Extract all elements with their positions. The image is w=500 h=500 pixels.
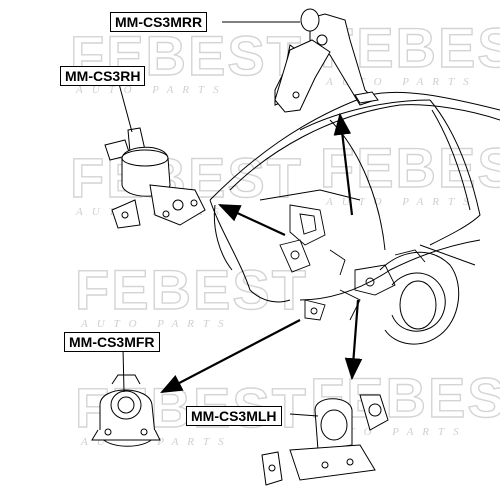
arrow-to-mm-cs3mfr <box>160 319 301 394</box>
part-label-mm-cs3mlh: MM-CS3MLH <box>186 406 282 426</box>
car-body-outline <box>209 91 500 345</box>
part-label-mm-cs3rh: MM-CS3RH <box>60 66 146 86</box>
leader-lines <box>117 21 319 417</box>
pointer-arrows <box>160 112 363 394</box>
arrow-to-mm-cs3mlh <box>344 299 363 381</box>
mount-part-mm-cs3rh <box>104 127 206 229</box>
part-label-mm-cs3mrr: MM-CS3MRR <box>110 12 208 32</box>
arrow-to-mm-cs3mrr <box>333 112 354 216</box>
mount-part-mm-cs3mrr <box>274 8 379 113</box>
mount-part-mm-cs3mfr <box>91 374 161 447</box>
engine-bay-sketch <box>279 204 426 321</box>
mount-part-mm-cs3mlh <box>261 394 389 486</box>
part-label-mm-cs3mfr: MM-CS3MFR <box>64 332 160 352</box>
arrow-to-mm-cs3rh <box>218 204 286 236</box>
